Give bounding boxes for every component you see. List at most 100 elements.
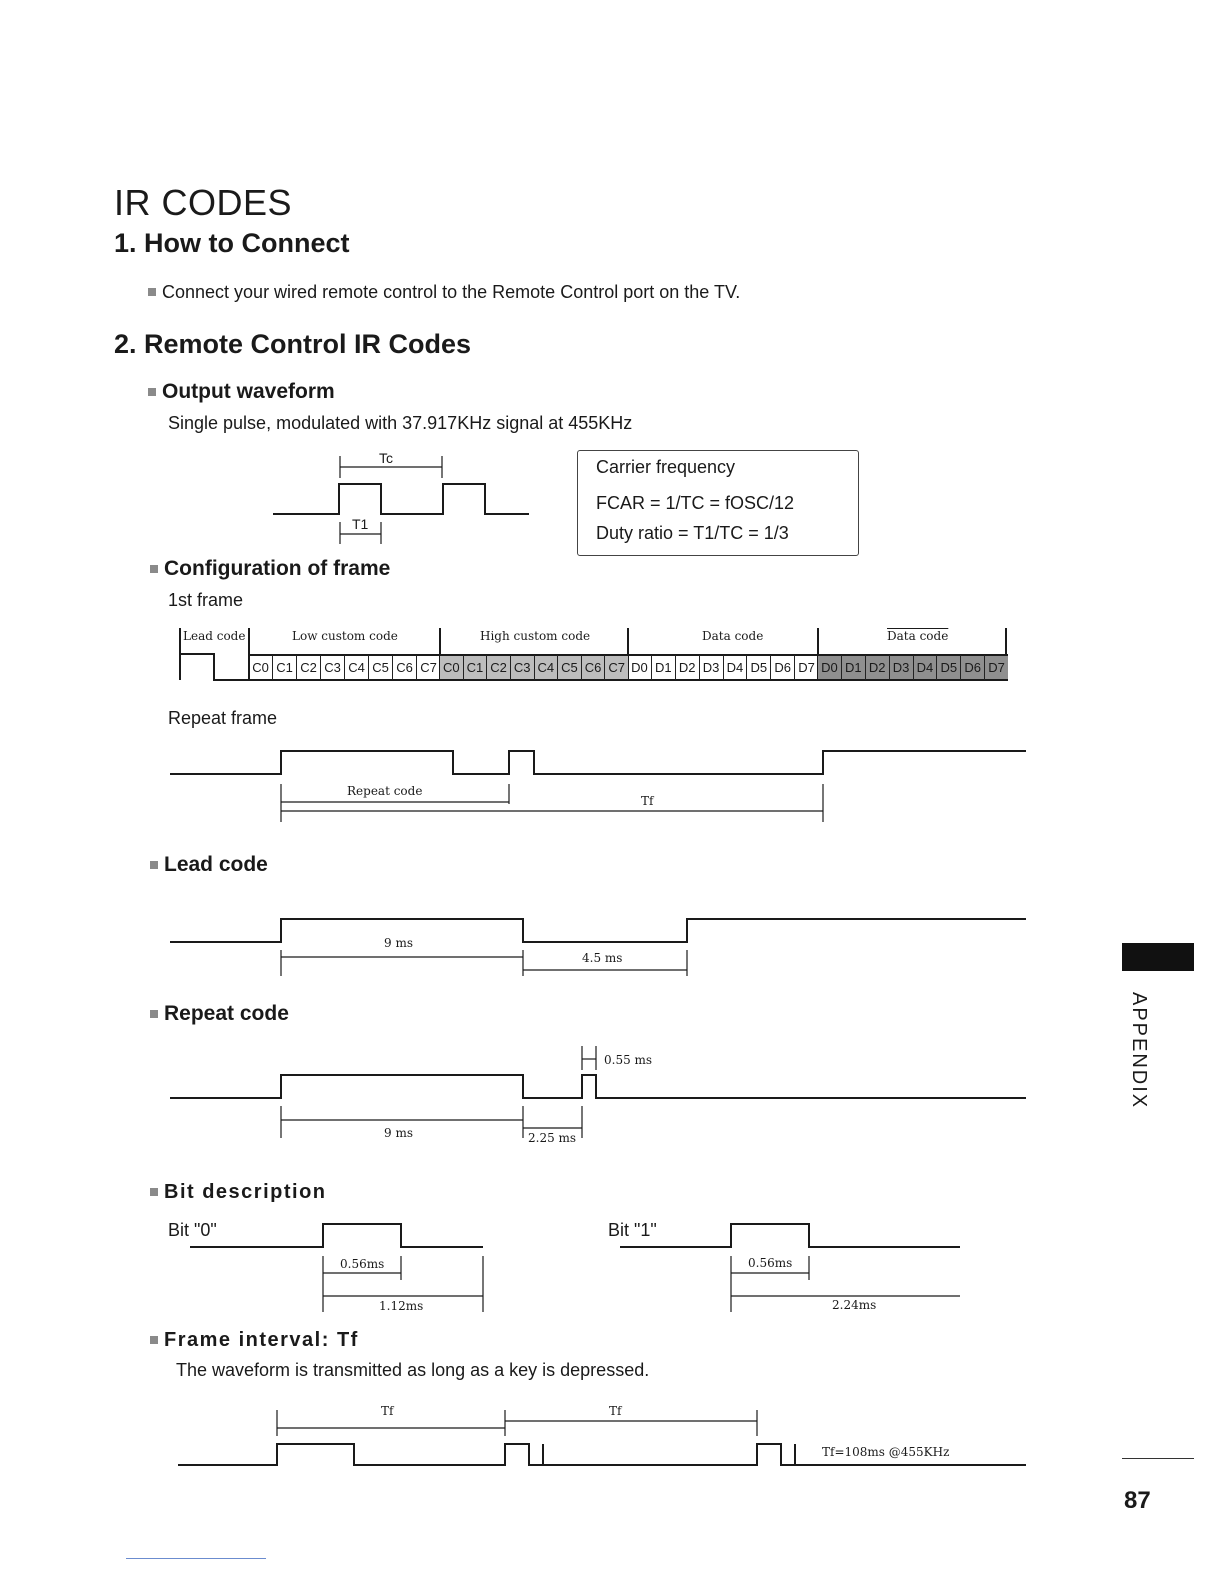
bit-cell: D4 (724, 655, 748, 680)
bit0-label: Bit "0" (168, 1220, 217, 1240)
bullet-icon (150, 1188, 158, 1196)
repeat-225ms-label: 2.25 ms (528, 1131, 577, 1145)
bit1-period-label: 2.24ms (832, 1298, 877, 1312)
repeat-code-title: Repeat code (164, 1002, 289, 1025)
bullet-icon (150, 565, 158, 573)
bit-cell: C4 (535, 655, 559, 680)
bit-cell: D7 (798, 660, 815, 675)
carrier-frequency-box: Carrier frequency FCAR = 1/TC = fOSC/12 … (577, 450, 859, 556)
bit-cell: C0 (249, 655, 273, 680)
low-custom-label: Low custom code (292, 629, 398, 643)
page-number-rule (1122, 1458, 1194, 1459)
bit-cell: D3 (890, 655, 914, 680)
bit-cell: C6 (393, 655, 417, 680)
lead-code-title: Lead code (164, 853, 268, 876)
tf-note: Tf=108ms @455KHz (822, 1445, 950, 1459)
bullet-icon (148, 388, 156, 396)
repeat-055ms-label: 0.55 ms (604, 1053, 653, 1067)
output-waveform-heading: Output waveform (148, 380, 335, 404)
repeat-frame-line (170, 750, 1026, 775)
bit-cell: D6 (961, 655, 986, 680)
lead-9ms-label: 9 ms (384, 936, 413, 950)
lead-code-label: Lead code (183, 629, 246, 643)
bit1-label: Bit "1" (608, 1220, 657, 1240)
bit-cell: D1 (652, 655, 676, 680)
bit-cell: C5 (558, 655, 582, 680)
carrier-line2: FCAR = 1/TC = fOSC/12 (596, 493, 795, 513)
bit-cell: C4 (345, 655, 369, 680)
repeat-code-line (170, 1074, 1026, 1099)
low-custom-bits: C0 C1 C2 C3 C4 C5 C6 C7 (249, 655, 440, 680)
repeat-code-heading: Repeat code (150, 1002, 289, 1026)
data-code-inv-label: Data code (887, 629, 949, 643)
bit-cell: D2 (866, 655, 890, 680)
high-custom-label: High custom code (480, 629, 591, 643)
frame-config-title: Configuration of frame (164, 557, 391, 580)
carrier-line3: Duty ratio = T1/TC = 1/3 (596, 523, 789, 543)
bit-cell: D5 (937, 655, 962, 680)
data-inv-bits: D0 D1 D2 D3 D4 D5 D6 D7 (818, 655, 1008, 680)
frame-config-heading: Configuration of frame (150, 557, 390, 581)
section-heading-connect: 1. How to Connect (114, 228, 350, 258)
data-code-label: Data code (702, 629, 764, 643)
bit-cell: C0 (440, 655, 464, 680)
tc-label: Tc (379, 450, 393, 466)
tf-dim-label: Tf (641, 794, 654, 808)
bit1-pulse-label: 0.56ms (748, 1256, 793, 1270)
bottom-rule (126, 1558, 266, 1559)
repeat-code-dim-label: Repeat code (347, 784, 423, 798)
bit-cell: D7 (988, 660, 1005, 675)
bit-cell: C6 (582, 655, 606, 680)
page-title: IR CODES (114, 182, 293, 223)
bit-description-title: Bit description (164, 1181, 327, 1203)
page-number: 87 (1124, 1487, 1151, 1514)
tf2-label: Tf (609, 1404, 622, 1418)
t1-dimension (339, 522, 382, 544)
high-custom-bits: C0 C1 C2 C3 C4 C5 C6 C7 (440, 655, 628, 680)
bit1-line (620, 1223, 960, 1248)
bit-cell: C3 (511, 655, 535, 680)
output-waveform-line (273, 483, 529, 515)
bit-cell: D1 (842, 655, 866, 680)
output-waveform-title: Output waveform (162, 380, 335, 403)
frame-interval-title: Frame interval: Tf (164, 1329, 359, 1351)
bit1-dims (730, 1256, 960, 1312)
tf1-label: Tf (381, 1404, 394, 1418)
bullet-icon (150, 1010, 158, 1018)
bit-cell: C2 (297, 655, 321, 680)
appendix-tab-marker (1122, 943, 1194, 971)
repeat-code-dims (280, 1046, 597, 1138)
carrier-line1: Carrier frequency (596, 457, 736, 477)
bit-cell: D5 (747, 655, 772, 680)
bit-description-heading: Bit description (150, 1181, 327, 1204)
bit-cell: D4 (914, 655, 938, 680)
bullet-icon (148, 288, 156, 296)
connect-text: Connect your wired remote control to the… (162, 282, 741, 302)
frame-interval-heading: Frame interval: Tf (150, 1329, 359, 1352)
repeat-frame-dims (280, 784, 824, 822)
bit-cell: D0 (628, 655, 652, 680)
connect-instruction: Connect your wired remote control to the… (148, 282, 740, 303)
frame-interval-line (178, 1443, 1026, 1466)
first-frame-label: 1st frame (168, 590, 244, 610)
bit-cell: C5 (369, 655, 393, 680)
bit-cell: C3 (321, 655, 345, 680)
appendix-tab: APPENDIX (1124, 992, 1152, 1109)
bit-cell: C2 (487, 655, 511, 680)
bit0-line (190, 1223, 483, 1248)
frame-interval-desc: The waveform is transmitted as long as a… (176, 1360, 650, 1380)
frame-interval-dims (276, 1410, 758, 1436)
appendix-label: APPENDIX (1128, 992, 1150, 1110)
lead-code-line (170, 918, 1026, 943)
lead-code-heading: Lead code (150, 853, 268, 877)
section-heading-ir-codes: 2. Remote Control IR Codes (114, 329, 472, 359)
data-bits: D0 D1 D2 D3 D4 D5 D6 D7 (628, 655, 818, 680)
lead-code-dims (280, 950, 688, 976)
bullet-icon (150, 861, 158, 869)
lead-45ms-label: 4.5 ms (582, 951, 623, 965)
repeat-frame-label: Repeat frame (168, 708, 278, 728)
bit0-period-label: 1.12ms (379, 1299, 424, 1313)
bit-cell: C7 (608, 660, 625, 675)
bit-cell: D6 (771, 655, 796, 680)
repeat-9ms-label: 9 ms (384, 1126, 413, 1140)
